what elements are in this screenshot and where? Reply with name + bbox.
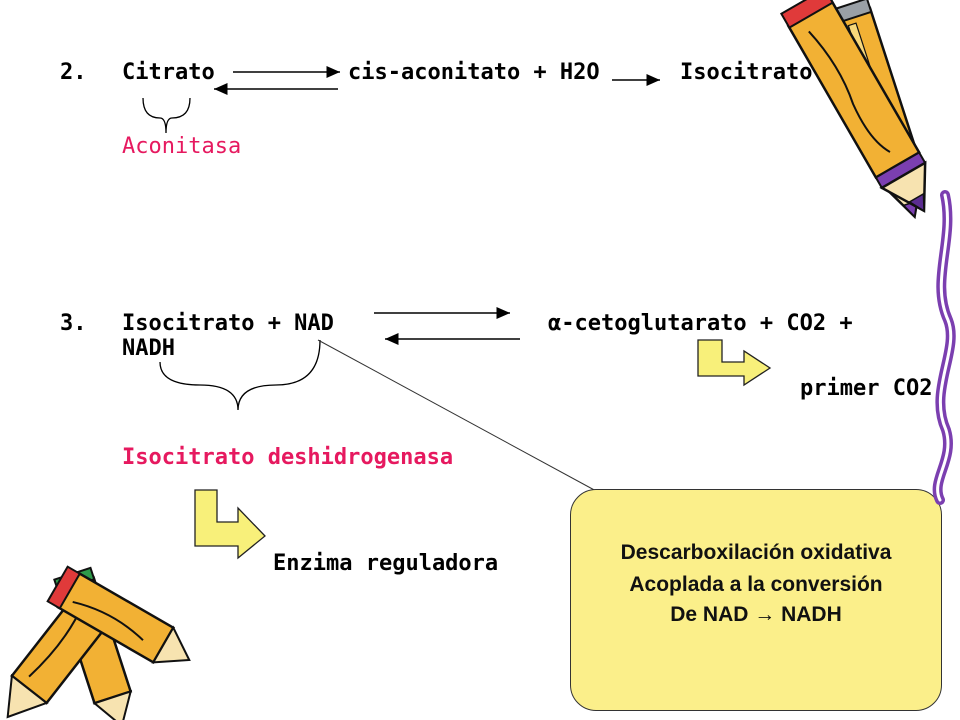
box-line-1: Descarboxilación oxidativa: [620, 541, 892, 564]
brace-isocitrato-dh: [159, 339, 321, 411]
arrow-icon: →: [754, 603, 776, 626]
pencil-icon: [779, 0, 927, 213]
primer-co2-label: primer CO2: [800, 376, 933, 401]
box-line-2: Acoplada a la conversión: [629, 573, 883, 596]
isocitrato-label: Isocitrato: [680, 60, 813, 85]
isocitrato-nad-label: Isocitrato + NAD: [122, 311, 334, 336]
nad-text: De NAD: [670, 603, 749, 626]
nadh-label: NADH: [122, 336, 175, 361]
brace-aconitasa: [142, 97, 191, 134]
cis-aconitato-label: cis-aconitato + H2O: [348, 60, 600, 85]
nadh-text: NADH: [781, 603, 842, 626]
isocitrato-deshidrogenasa-label: Isocitrato deshidrogenasa: [122, 445, 454, 470]
cetoglutarato-label: α-cetoglutarato + CO2 +: [548, 311, 853, 336]
info-box: Descarboxilación oxidativa Acoplada a la…: [570, 489, 942, 711]
step-2-number: 2.: [60, 60, 87, 85]
aconitasa-label: Aconitasa: [122, 134, 242, 159]
pencil-icon: [46, 565, 191, 665]
step-3-number: 3.: [60, 311, 87, 336]
enzima-reguladora-label: Enzima reguladora: [273, 551, 499, 576]
block-arrow-regulator: [194, 489, 266, 560]
connector-line: [317, 339, 599, 493]
box-line-3: De NAD → NADH: [571, 603, 941, 627]
block-arrow-co2: [697, 339, 772, 387]
citrato-label: Citrato: [122, 60, 215, 85]
